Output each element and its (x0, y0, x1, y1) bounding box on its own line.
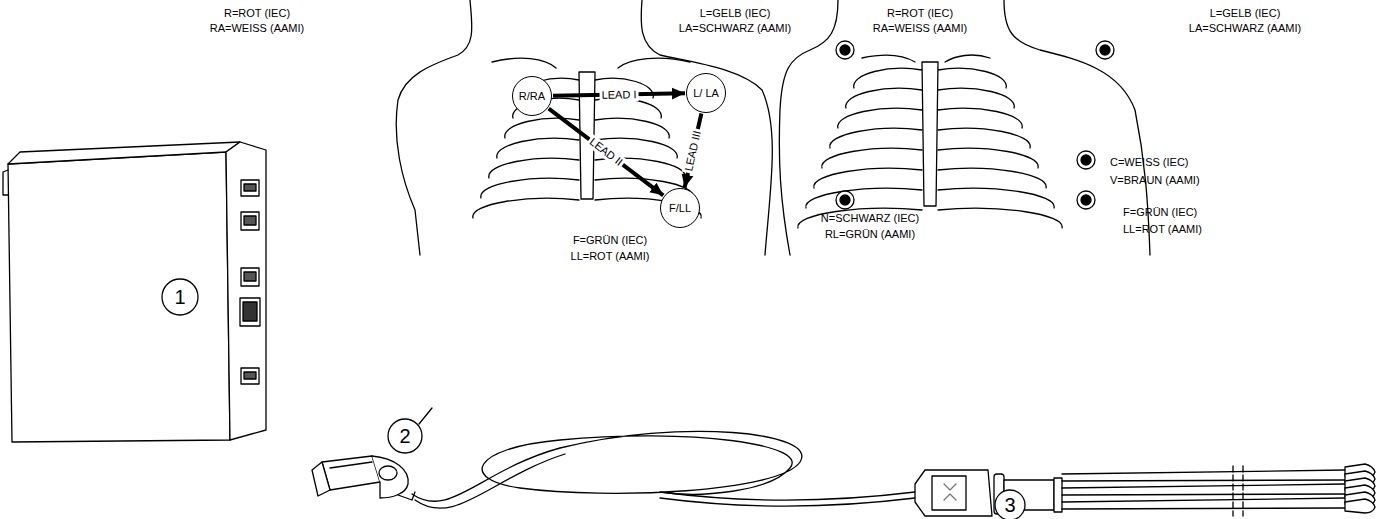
lead-color-label: LA=SCHWARZ (AAMI) (1189, 22, 1301, 35)
lead-color-label: L=GELB (IEC) (700, 7, 771, 20)
electrode (1077, 191, 1095, 209)
rib (938, 188, 1054, 208)
rib (938, 108, 1022, 128)
rib (489, 158, 579, 178)
lead-wire (1062, 480, 1345, 481)
torso-left (396, 0, 772, 255)
lead-set (915, 464, 1375, 519)
sternum (922, 62, 938, 206)
electrode-center (1081, 195, 1091, 205)
electrode (1077, 151, 1095, 169)
electrode-label: R/RA (519, 90, 545, 102)
lead-color-label: F=GRÜN (IEC) (573, 234, 647, 247)
rib (814, 168, 922, 188)
lead-color-label: C=WEISS (IEC) (1110, 156, 1189, 169)
torso-right (779, 0, 1150, 255)
electrode-node: L/ LA (686, 73, 726, 113)
ecg-module (3, 142, 266, 442)
patient-cable (312, 408, 915, 508)
lead-clip (1345, 499, 1375, 513)
lead-label: LEAD I (599, 88, 638, 102)
rib (481, 178, 579, 198)
lead-color-label: RA=WEISS (AAMI) (873, 22, 967, 35)
callout-number: 2 (399, 425, 410, 447)
rib (938, 208, 1062, 228)
rib (838, 108, 922, 128)
rib (806, 188, 922, 208)
lead-wire (1062, 470, 1345, 474)
lead-color-label: LA=SCHWARZ (AAMI) (679, 22, 791, 35)
electrode (836, 41, 854, 59)
electrode-node: R/RA (512, 76, 552, 116)
rib (938, 148, 1038, 168)
electrode (836, 191, 854, 209)
lead-color-label: RA=WEISS (AAMI) (210, 22, 304, 35)
lead-wire (1062, 484, 1345, 488)
lead-color-label: N=SCHWARZ (IEC) (821, 212, 919, 225)
rib (938, 88, 1014, 108)
lead-color-label: LL=ROT (AAMI) (571, 250, 650, 263)
rib (830, 128, 922, 148)
callout-number: 3 (1004, 494, 1015, 516)
rib (798, 208, 922, 228)
callout-number: 1 (174, 286, 185, 308)
rib (497, 138, 579, 158)
rib (854, 68, 922, 88)
rib (938, 68, 1006, 88)
rib (846, 88, 922, 108)
lead-color-label: V=BRAUN (AAMI) (1110, 174, 1200, 187)
lead-color-label: F=GRÜN (IEC) (1123, 206, 1197, 219)
lead-vector (549, 109, 664, 196)
rib (595, 118, 669, 138)
lead-color-label: LL=ROT (AAMI) (1123, 223, 1202, 236)
electrode-label: L/ LA (693, 87, 719, 99)
electrode (1096, 41, 1114, 59)
electrode-center (840, 45, 850, 55)
lead-label: LEAD III (682, 127, 705, 174)
lead-wire (1062, 508, 1345, 509)
electrode-label: F/LL (669, 202, 691, 214)
lead-color-label: R=ROT (IEC) (887, 7, 953, 20)
electrode-center (1081, 155, 1091, 165)
lead-color-label: L=GELB (IEC) (1210, 7, 1281, 20)
lead-color-label: R=ROT (IEC) (224, 7, 290, 20)
rib (473, 198, 579, 218)
lead-wire (1062, 498, 1345, 502)
electrode-center (840, 195, 850, 205)
rib (938, 128, 1030, 148)
lead-wire (1062, 494, 1345, 495)
electrode-center (1100, 45, 1110, 55)
electrode-node: F/LL (660, 188, 700, 228)
rib (822, 148, 922, 168)
lead-color-label: RL=GRÜN (AAMI) (825, 228, 915, 241)
rib (938, 168, 1046, 188)
